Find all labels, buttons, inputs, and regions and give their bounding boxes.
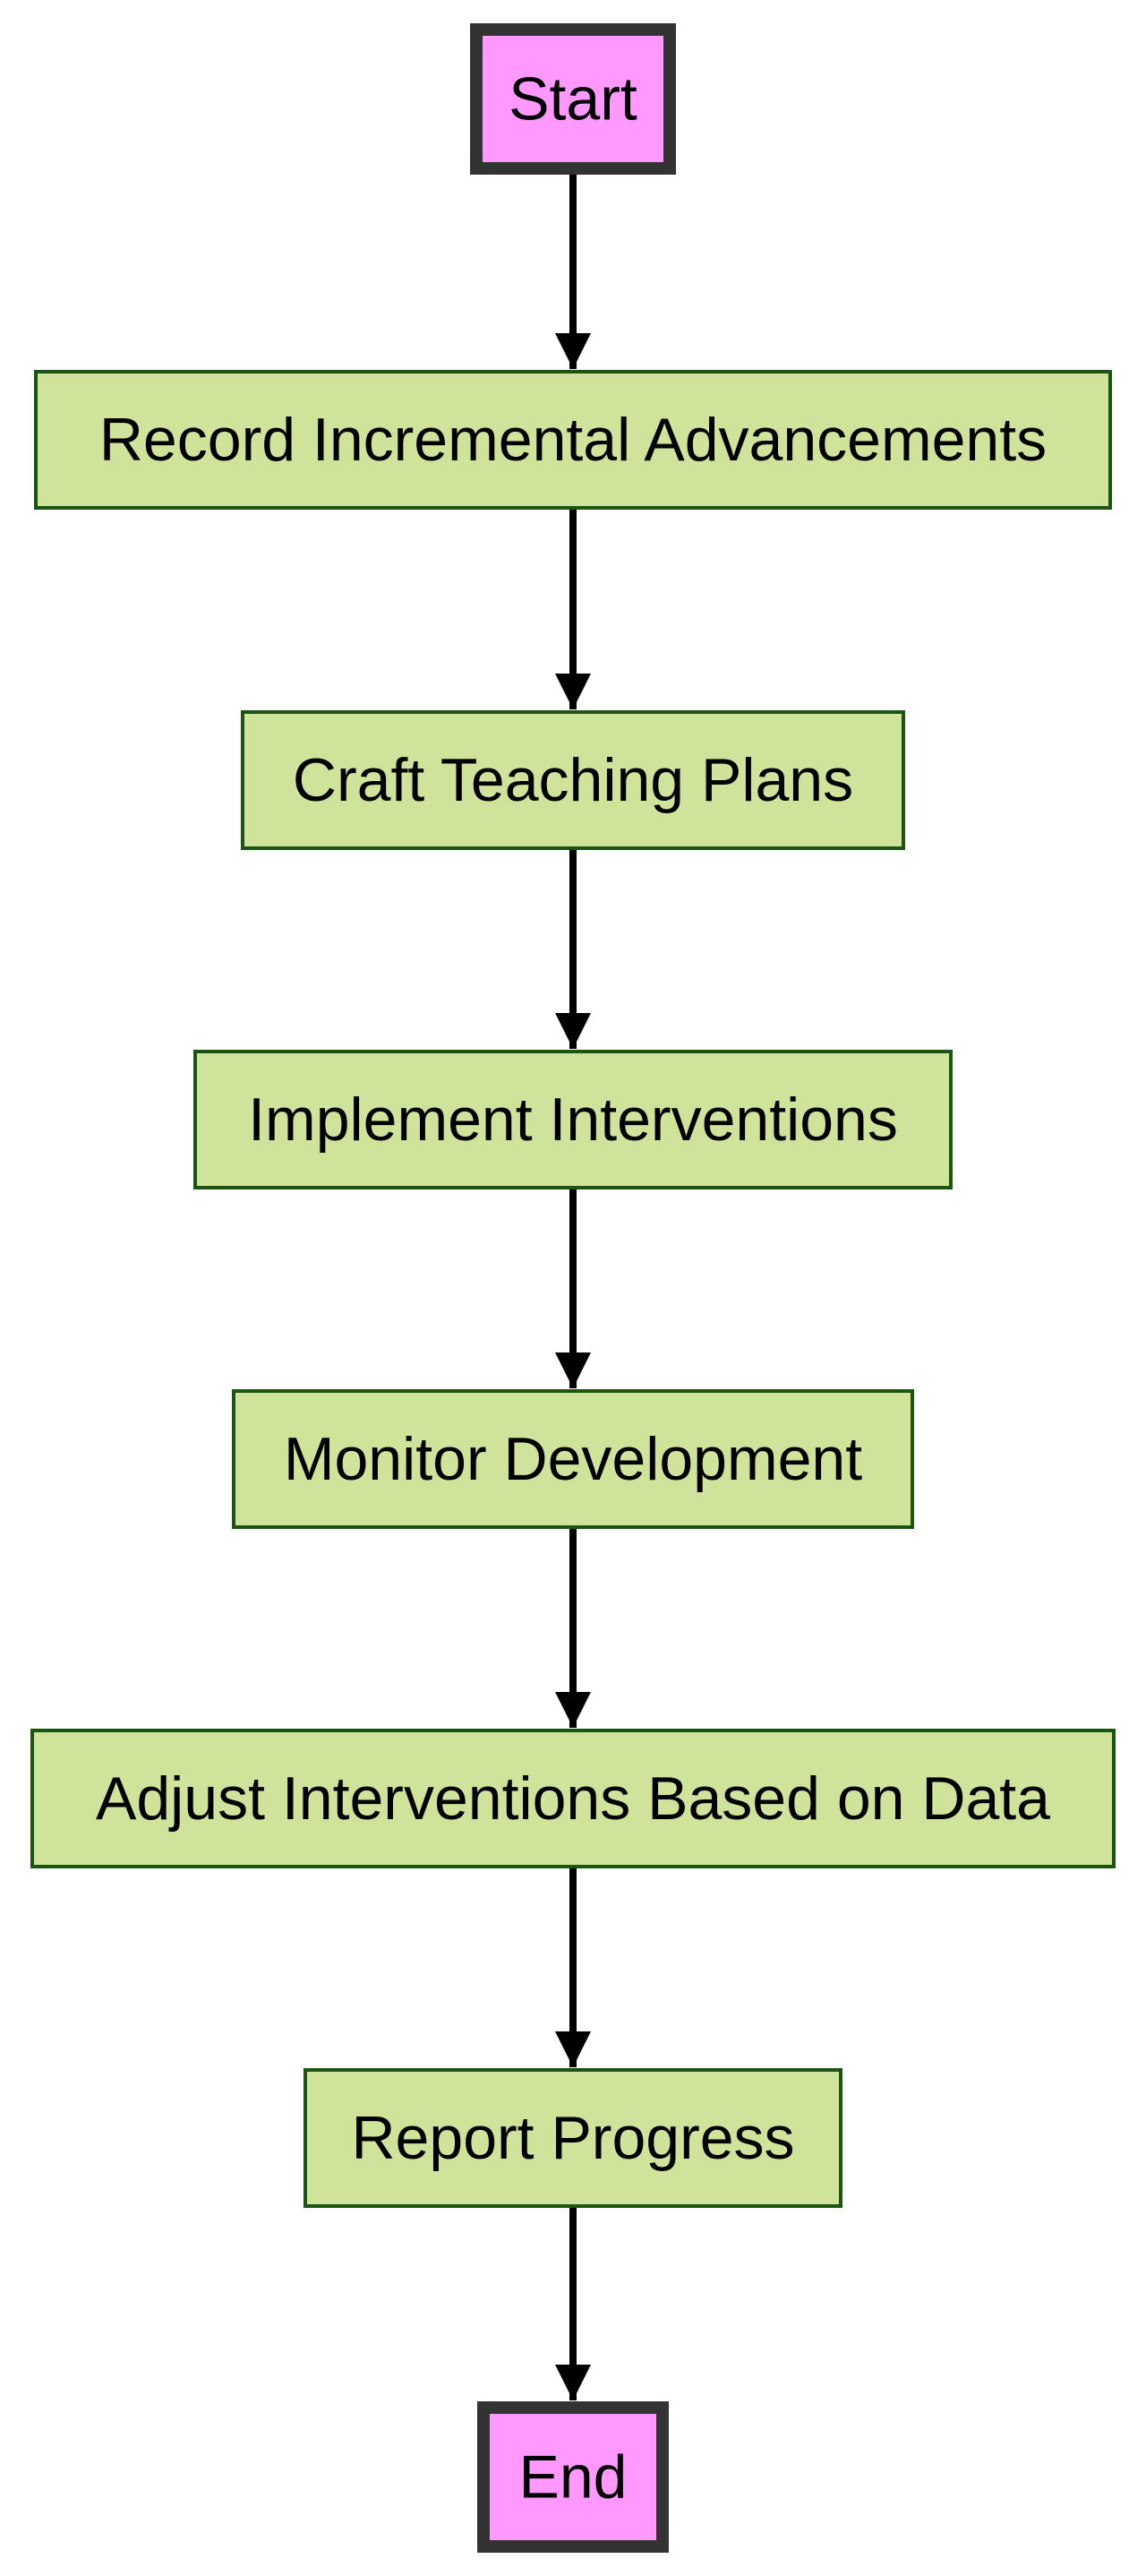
terminal-box-start xyxy=(470,23,676,175)
process-box-adjust xyxy=(30,1729,1116,1868)
flow-node-record: Record Incremental Advancements xyxy=(34,370,1112,510)
flow-node-report: Report Progress xyxy=(304,2068,842,2208)
flow-node-start: Start xyxy=(470,23,676,175)
flow-node-end: End xyxy=(477,2401,669,2553)
node-label-adjust: Adjust Interventions Based on Data xyxy=(96,1765,1050,1833)
node-label-start: Start xyxy=(509,65,637,133)
node-label-implement: Implement Interventions xyxy=(248,1086,898,1154)
terminal-box-end xyxy=(477,2401,669,2553)
node-label-report: Report Progress xyxy=(351,2104,794,2172)
process-box-implement xyxy=(193,1050,953,1189)
node-label-monitor: Monitor Development xyxy=(284,1425,862,1493)
process-box-report xyxy=(304,2068,842,2208)
node-label-end: End xyxy=(519,2443,628,2512)
process-box-monitor xyxy=(232,1389,914,1529)
flow-node-adjust: Adjust Interventions Based on Data xyxy=(30,1729,1116,1868)
node-label-craft: Craft Teaching Plans xyxy=(293,746,853,814)
flow-node-monitor: Monitor Development xyxy=(232,1389,914,1529)
process-box-craft xyxy=(241,710,905,850)
flow-node-implement: Implement Interventions xyxy=(193,1050,953,1189)
flow-node-craft: Craft Teaching Plans xyxy=(241,710,905,850)
node-label-record: Record Incremental Advancements xyxy=(99,406,1047,474)
process-box-record xyxy=(34,370,1112,510)
